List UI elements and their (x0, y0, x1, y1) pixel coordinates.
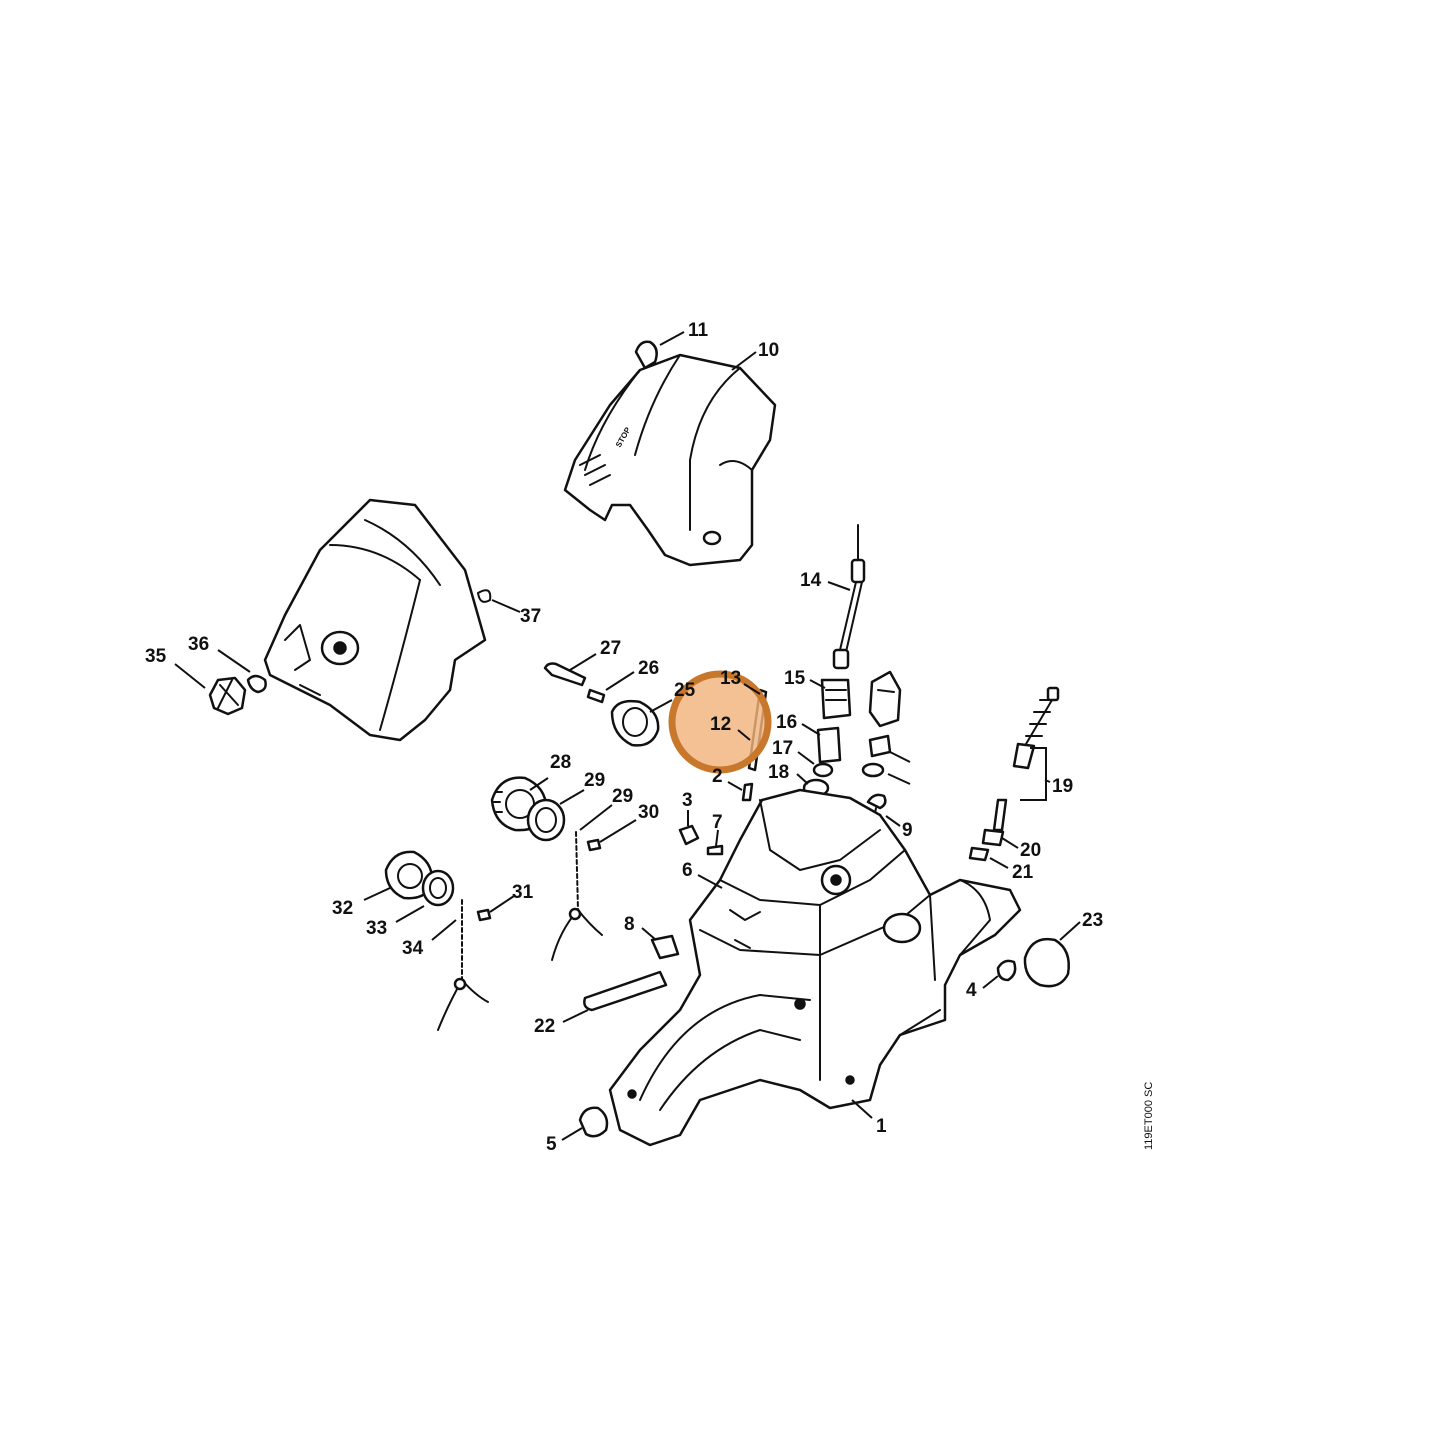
callout-numbers: 11 10 14 37 35 36 27 26 25 13 12 15 16 1… (145, 320, 1103, 1155)
part-29-screw-lower[interactable] (476, 908, 492, 922)
callout-3[interactable]: 3 (682, 790, 693, 811)
part-33-knob[interactable] (208, 676, 247, 716)
callout-32[interactable]: 34 (402, 938, 424, 959)
callout-29-lower[interactable]: 31 (512, 882, 534, 903)
callout-4[interactable]: 4 (966, 980, 977, 1001)
part-27-washer[interactable] (526, 798, 566, 842)
reference-code: 119ET000 SC (1143, 1082, 1155, 1150)
part-3-nut[interactable] (678, 824, 700, 846)
callout-23-lower[interactable]: 23 (1082, 910, 1103, 931)
part-24-pin[interactable] (586, 688, 606, 704)
callout-20[interactable]: 20 (1020, 840, 1041, 861)
part-oil-filter[interactable] (868, 670, 902, 728)
callout-16[interactable]: 16 (776, 712, 797, 733)
part-side-cover[interactable] (263, 498, 487, 742)
callout-6[interactable]: 6 (682, 860, 693, 881)
highlight-part-12 (668, 670, 772, 774)
part-35-clip[interactable] (477, 589, 492, 603)
part-7-clip[interactable] (706, 844, 724, 856)
part-5-plug[interactable] (578, 1106, 609, 1138)
callout-1[interactable]: 1 (876, 1116, 887, 1137)
part-23-sleeve-upper[interactable] (610, 699, 660, 747)
part-16-sleeve[interactable] (816, 726, 842, 764)
callout-29-upper[interactable]: 30 (638, 802, 659, 823)
leader-lines (174, 331, 1081, 1141)
part-31-washer[interactable] (421, 869, 455, 907)
callout-21[interactable]: 21 (1012, 862, 1034, 883)
part-23-cap-lower[interactable] (1023, 937, 1070, 988)
callout-2[interactable]: 2 (712, 766, 723, 787)
callout-9[interactable]: 9 (902, 820, 913, 841)
part-37-ring[interactable] (861, 762, 885, 778)
callout-19[interactable]: 19 (1052, 776, 1073, 797)
callout-5[interactable]: 5 (546, 1134, 557, 1155)
callout-30[interactable]: 32 (332, 898, 353, 919)
callout-10[interactable]: 10 (758, 340, 779, 361)
callout-26[interactable]: 28 (550, 752, 571, 773)
callout-24[interactable]: 26 (638, 658, 659, 679)
callout-25[interactable]: 27 (600, 638, 621, 659)
callout-17[interactable]: 17 (772, 738, 793, 759)
part-1-housing[interactable] (608, 788, 1022, 1147)
callout-31[interactable]: 33 (366, 918, 387, 939)
part-8-clip[interactable] (650, 934, 680, 960)
part-36-cap[interactable] (868, 734, 892, 758)
part-14-fuel-hose[interactable] (832, 524, 866, 670)
callout-12[interactable]: 12 (710, 714, 731, 735)
callout-34[interactable]: 36 (188, 634, 209, 655)
callout-28[interactable]: 29 (612, 786, 633, 807)
callout-22[interactable]: 22 (534, 1016, 555, 1037)
part-15-filter[interactable] (820, 678, 852, 720)
part-11-cap[interactable] (634, 340, 658, 370)
part-25-bolt[interactable] (543, 662, 587, 687)
callout-11[interactable]: 11 (688, 320, 709, 341)
part-2-pin[interactable] (741, 782, 754, 802)
part-17-grommet[interactable] (812, 762, 834, 778)
callout-18[interactable]: 18 (768, 762, 789, 783)
callout-15[interactable]: 15 (784, 668, 806, 689)
part-28-chain[interactable] (551, 831, 603, 961)
part-22-rod[interactable] (583, 970, 668, 1012)
part-29-screw-upper[interactable] (586, 838, 602, 852)
callout-27[interactable]: 29 (584, 770, 605, 791)
part-32-chain[interactable] (437, 899, 489, 1031)
callout-35[interactable]: 37 (520, 606, 541, 627)
callout-14[interactable]: 14 (800, 570, 822, 591)
callout-8[interactable]: 8 (624, 914, 635, 935)
part-19-spring-valve[interactable] (1012, 686, 1060, 770)
part-21-spring[interactable] (968, 846, 990, 862)
callout-23-upper[interactable]: 25 (674, 680, 696, 701)
part-4-plug[interactable] (996, 959, 1017, 982)
callout-7[interactable]: 7 (712, 812, 723, 833)
part-34-spring[interactable] (246, 674, 267, 694)
callout-13[interactable]: 13 (720, 668, 741, 689)
part-20-plunger[interactable] (981, 798, 1008, 847)
part-10-top-cover[interactable]: STOP (563, 353, 777, 567)
callout-33[interactable]: 35 (145, 646, 167, 667)
